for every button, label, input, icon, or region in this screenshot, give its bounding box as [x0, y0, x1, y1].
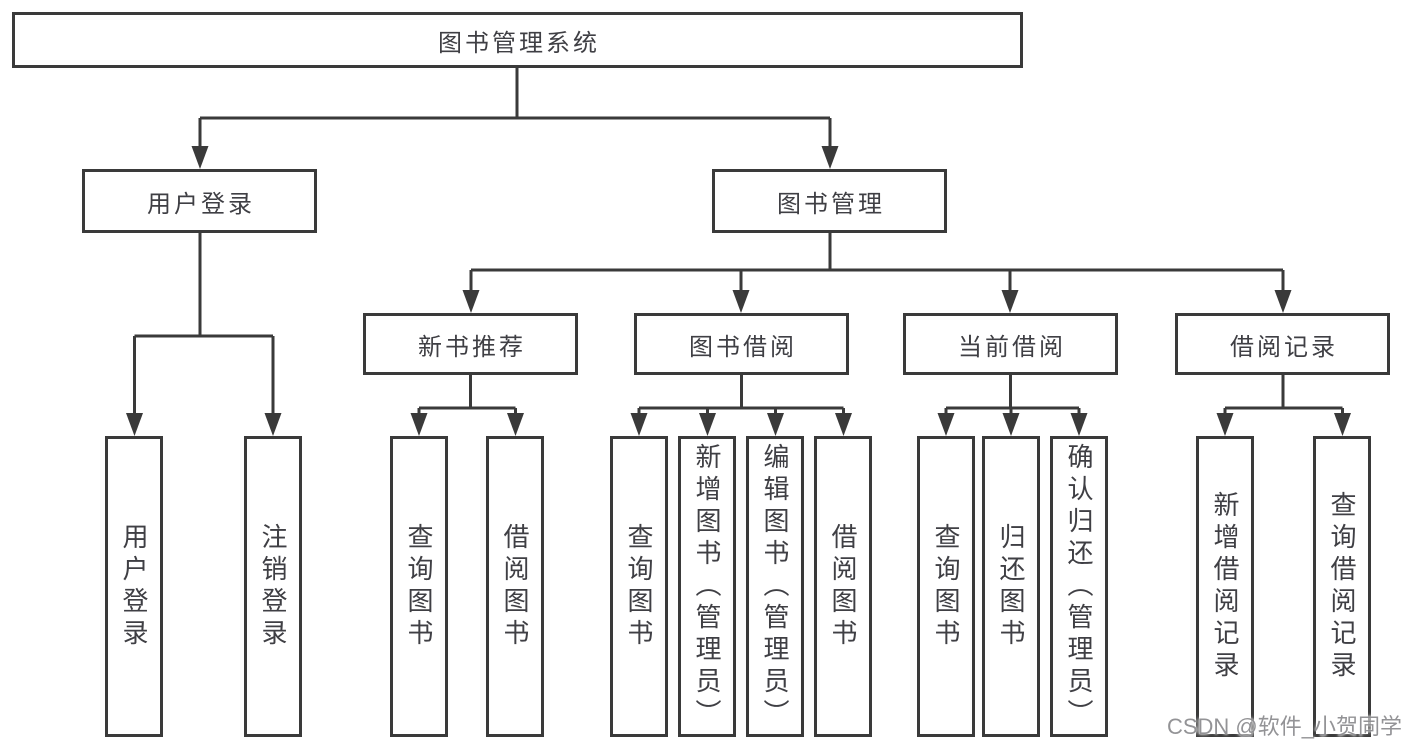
- csdn-watermark: CSDN @软件_小贺同学: [1166, 714, 1402, 739]
- node-leaf-return-book: 归还图书: [982, 436, 1040, 737]
- node-book-borrow-branch: 图书借阅: [634, 313, 849, 375]
- node-current-borrow-branch: 当前借阅: [903, 313, 1118, 375]
- node-new-book-rec-branch: 新书推荐: [363, 313, 578, 375]
- arrowheads: [126, 146, 1351, 436]
- node-book-mgmt-branch: 图书管理: [712, 169, 947, 233]
- node-user-login-branch: 用户登录: [82, 169, 317, 233]
- node-leaf-user-login: 用户登录: [105, 436, 163, 737]
- node-leaf-query-book-borrow: 查询图书: [610, 436, 668, 737]
- node-leaf-edit-book-admin: 编辑图书（管理员）: [746, 436, 804, 737]
- node-leaf-borrow-book-borrow: 借阅图书: [814, 436, 872, 737]
- node-leaf-query-borrow-record: 查询借阅记录: [1313, 436, 1371, 737]
- node-leaf-query-book-rec: 查询图书: [390, 436, 448, 737]
- node-root: 图书管理系统: [12, 12, 1023, 68]
- node-borrow-records-branch: 借阅记录: [1175, 313, 1390, 375]
- node-leaf-add-borrow-record: 新增借阅记录: [1196, 436, 1254, 737]
- connector: [133, 68, 1344, 423]
- node-leaf-borrow-book-rec: 借阅图书: [486, 436, 544, 737]
- node-leaf-logout: 注销登录: [244, 436, 302, 737]
- node-leaf-confirm-return-admin: 确认归还（管理员）: [1050, 436, 1108, 737]
- node-leaf-query-book-current: 查询图书: [917, 436, 975, 737]
- node-leaf-add-book-admin: 新增图书（管理员）: [678, 436, 736, 737]
